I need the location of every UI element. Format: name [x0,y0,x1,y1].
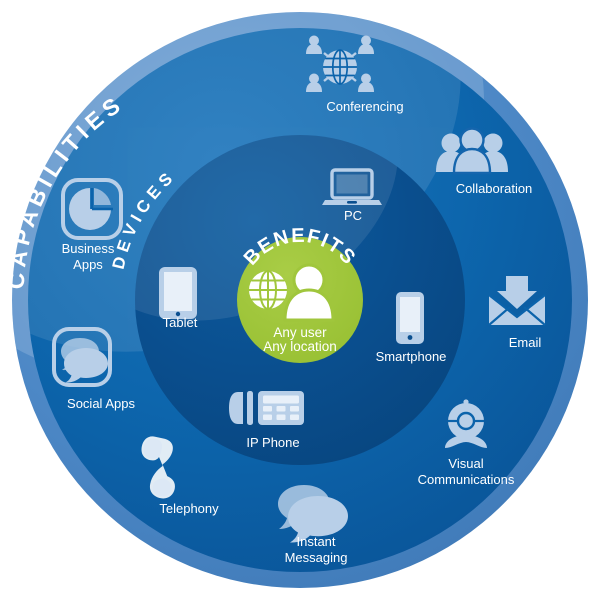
device-item-ip-phone[interactable]: IP Phone [229,391,304,450]
capability-label-visual-communications-line1: Visual [448,456,483,471]
collaboration-people-icon [436,127,508,175]
globe-person-icon [249,263,335,322]
device-label-pc: PC [344,208,362,223]
capability-label-business-apps-line2: Apps [73,257,103,272]
capability-item-collaboration[interactable]: Collaboration [436,127,533,197]
capability-item-instant-messaging[interactable]: Instant Messaging [278,485,348,565]
capability-item-visual-communications[interactable]: Visual Communications [418,399,515,487]
device-label-tablet: Tablet [163,315,198,330]
laptop-icon [322,168,382,205]
business-apps-chart-icon [61,178,123,240]
conferencing-globe-people-icon [306,35,374,92]
capability-label-instant-messaging-line2: Messaging [285,550,348,565]
email-envelope-download-icon [488,276,546,326]
capability-label-instant-messaging-line1: Instant [296,534,335,549]
capability-label-collaboration: Collaboration [456,181,533,196]
capability-label-social-apps: Social Apps [67,396,135,411]
capability-item-telephony[interactable]: Telephony [132,434,219,516]
capability-label-telephony: Telephony [159,501,219,516]
desk-phone-icon [229,391,304,425]
chat-bubbles-icon [278,485,348,543]
device-item-tablet[interactable]: Tablet [159,267,198,330]
center-line-1: Any user [273,325,327,340]
capability-item-email[interactable]: Email [488,276,546,350]
tablet-icon [159,267,197,319]
smartphone-icon [396,292,424,344]
device-label-smartphone: Smartphone [376,349,447,364]
center-line-2: Any location [263,339,337,354]
phone-handset-icon [141,436,175,499]
device-item-smartphone[interactable]: Smartphone [376,292,447,364]
capability-item-social-apps[interactable]: Social Apps [52,327,135,411]
capability-label-visual-communications-line2: Communications [418,472,515,487]
capability-label-business-apps-line1: Business [62,241,115,256]
social-apps-bubbles-icon [52,327,112,387]
capability-label-conferencing: Conferencing [326,99,403,114]
center-benefits[interactable]: BENEFITS [237,225,363,363]
capability-item-business-apps[interactable]: Business Apps [61,178,123,272]
device-item-pc[interactable]: PC [322,168,382,223]
device-label-ip-phone: IP Phone [246,435,299,450]
webcam-icon [445,399,487,448]
capability-label-email: Email [509,335,542,350]
capability-item-conferencing[interactable]: Conferencing [306,35,404,115]
